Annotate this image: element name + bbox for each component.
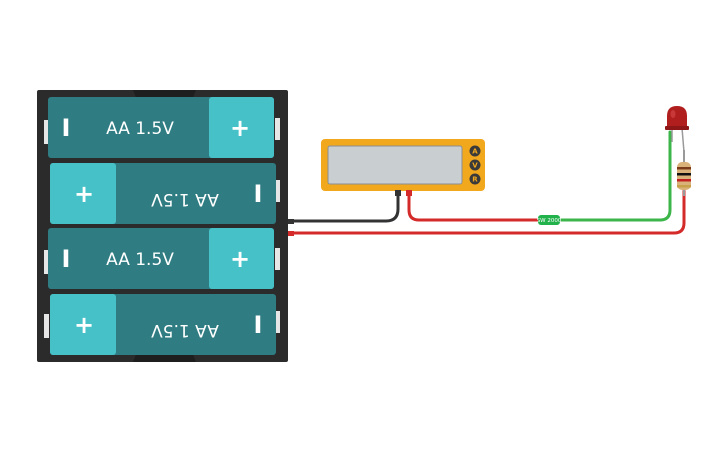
resistor[interactable] [677, 150, 691, 196]
battery-cell: I AA 1.5V + [48, 97, 274, 158]
multimeter-display [327, 145, 463, 185]
battery-pack[interactable]: I AA 1.5V + + AA 1.5V I I AA 1.5V + + AA… [37, 90, 294, 362]
battery-cell: + AA 1.5V I [50, 163, 276, 224]
svg-text:R: R [472, 176, 478, 184]
cell-minus-sign: I [254, 180, 263, 208]
cell-plus-sign: + [74, 311, 94, 339]
battery-terminal-positive[interactable] [288, 231, 294, 236]
battery-cell: I AA 1.5V + [48, 228, 274, 289]
mode-button-r[interactable]: R [469, 173, 481, 185]
cell-label: AA 1.5V [106, 119, 174, 139]
wire-green[interactable] [556, 130, 672, 222]
wire-red[interactable] [290, 189, 686, 235]
cell-label: AA 1.5V [151, 189, 219, 209]
svg-text:V: V [472, 162, 478, 170]
multimeter[interactable]: A V R [321, 139, 485, 196]
battery-terminal-negative[interactable] [288, 219, 294, 224]
wire-red-multimeter[interactable] [407, 192, 542, 222]
cell-minus-sign: I [254, 311, 263, 339]
mode-button-v[interactable]: V [469, 159, 481, 171]
cell-plus-sign: + [74, 180, 94, 208]
cell-minus-sign: I [62, 245, 71, 273]
multimeter-socket-positive[interactable] [406, 190, 412, 196]
cell-plus-sign: + [230, 114, 250, 142]
led[interactable] [665, 106, 689, 153]
wire-black[interactable] [290, 192, 400, 223]
cell-label: AA 1.5V [151, 320, 219, 340]
multimeter-socket-com[interactable] [395, 190, 401, 196]
battery-cell: + AA 1.5V I [50, 294, 276, 355]
mode-button-a[interactable]: A [469, 145, 481, 157]
svg-text:A: A [472, 148, 478, 156]
cell-minus-sign: I [62, 114, 71, 142]
wire-tag[interactable]: SW 2000 [537, 215, 562, 225]
cell-plus-sign: + [230, 245, 250, 273]
wires [290, 130, 686, 235]
cell-label: AA 1.5V [106, 250, 174, 270]
wire-tag-label: SW 2000 [537, 218, 562, 224]
